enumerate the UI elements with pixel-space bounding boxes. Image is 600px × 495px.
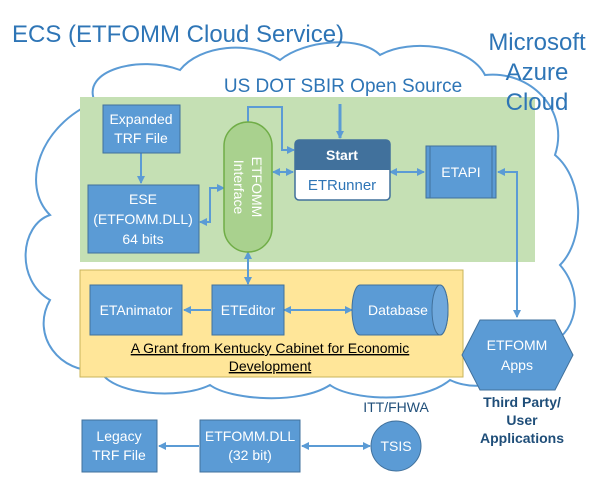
cloud2-text: Cloud bbox=[506, 89, 569, 116]
ese1-text: (ETFOMM.DLL) bbox=[93, 211, 193, 227]
third-party-label: Third Party/ User Applications bbox=[480, 394, 564, 446]
apps1-text: Apps bbox=[501, 357, 533, 373]
connector-ese-to-interface bbox=[199, 184, 225, 226]
connector-interface-to-start bbox=[247, 106, 295, 154]
dll0-text: ETFOMM.DLL bbox=[205, 428, 295, 444]
etfomm-dll-32-node: ETFOMM.DLL (32 bit) bbox=[199, 419, 301, 473]
etfomm-interface-node: ETFOMM Interface bbox=[223, 121, 273, 253]
leg1-text: TRF File bbox=[92, 447, 146, 463]
grant1-text: Development bbox=[229, 358, 312, 374]
anim-text: ETAnimator bbox=[100, 302, 173, 318]
legacy-trf-file-node: Legacy TRF File bbox=[81, 419, 158, 473]
etfomm-apps-node: ETFOMM Apps bbox=[461, 319, 574, 391]
eteditor-node: ETEditor bbox=[211, 284, 285, 336]
start-label: Start bbox=[326, 147, 358, 163]
ese2-text: 64 bits bbox=[122, 231, 163, 247]
apps0-text: ETFOMM bbox=[487, 337, 548, 353]
tp0-text: Third Party/ bbox=[483, 394, 561, 410]
tsis-node: TSIS bbox=[370, 420, 422, 472]
tp1-text: User bbox=[506, 412, 538, 428]
if0-text: ETFOMM bbox=[249, 157, 265, 218]
ese0-text: ESE bbox=[129, 191, 157, 207]
expanded-trf-file-node: Expanded TRF File bbox=[102, 104, 181, 154]
cloud1-text: Azure bbox=[506, 59, 569, 86]
tp2-text: Applications bbox=[480, 430, 564, 446]
db-text: Database bbox=[368, 302, 428, 318]
exp0-text: Expanded bbox=[109, 111, 172, 127]
etrunner-node: Start ETRunner bbox=[294, 139, 391, 201]
dll1-text: (32 bit) bbox=[228, 447, 272, 463]
diagram-title: ECS (ETFOMM Cloud Service) bbox=[12, 21, 344, 48]
etapi-node: ETAPI bbox=[425, 145, 497, 199]
etanimator-node: ETAnimator bbox=[89, 284, 183, 336]
etapi-text: ETAPI bbox=[441, 164, 480, 180]
editor-text: ETEditor bbox=[221, 302, 276, 318]
database-node: Database bbox=[351, 284, 449, 336]
exp1-text: TRF File bbox=[114, 130, 168, 146]
cloud0-text: Microsoft bbox=[488, 29, 586, 56]
open-source-label: US DOT SBIR Open Source bbox=[224, 76, 462, 97]
itt-fhwa-label: ITT/FHWA bbox=[363, 399, 429, 415]
connectors bbox=[137, 104, 521, 450]
ese-node: ESE (ETFOMM.DLL) 64 bits bbox=[87, 184, 200, 254]
azure-cloud-label: Microsoft Azure Cloud bbox=[488, 29, 586, 116]
etrunner-label: ETRunner bbox=[308, 177, 376, 194]
grant0-text: A Grant from Kentucky Cabinet for Econom… bbox=[131, 340, 410, 356]
connector-etapi-to-apps bbox=[497, 168, 521, 318]
if1-text: Interface bbox=[231, 160, 247, 215]
grant-label: A Grant from Kentucky Cabinet for Econom… bbox=[131, 340, 410, 374]
leg0-text: Legacy bbox=[96, 428, 141, 444]
tsis-text: TSIS bbox=[380, 438, 411, 454]
